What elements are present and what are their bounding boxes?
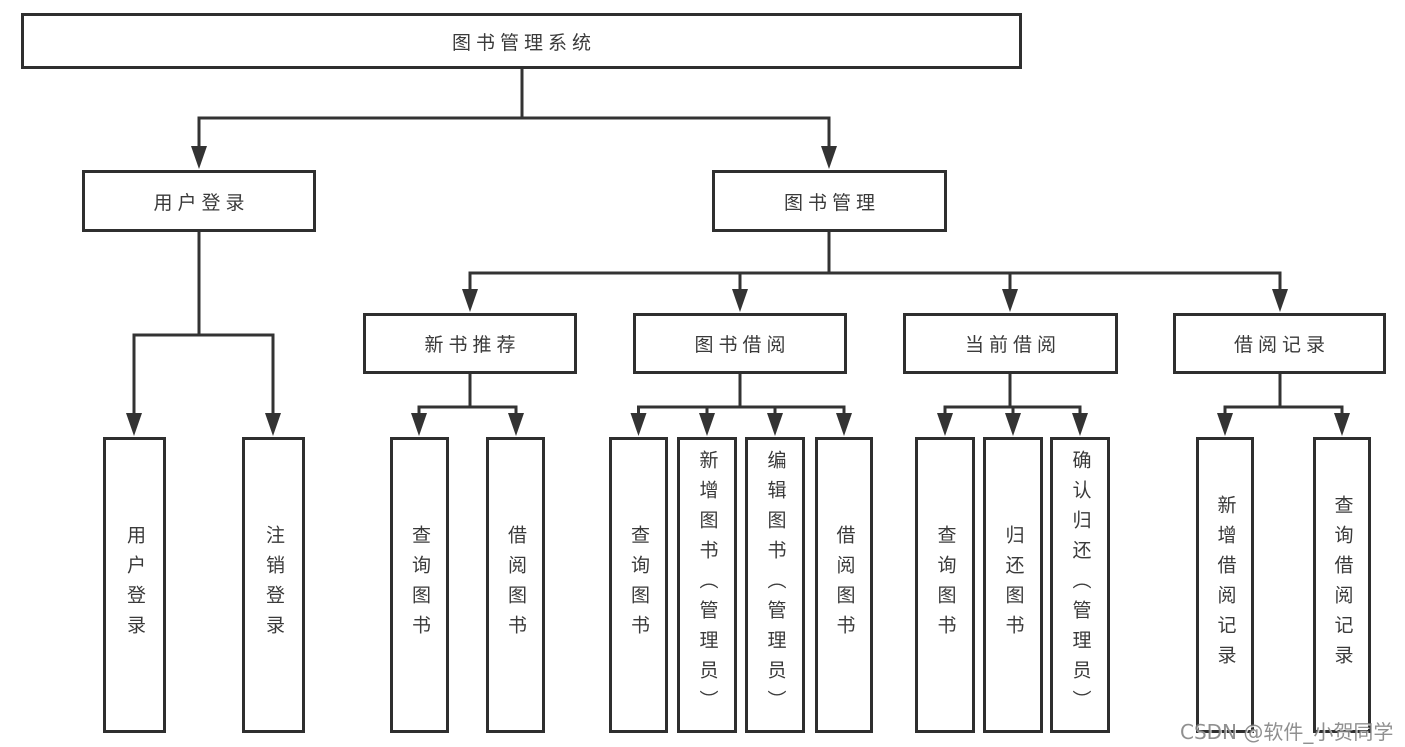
connector-book-mgmt-to-level3 (468, 232, 1282, 294)
node-current-borrowing-label: 当前借阅 (964, 334, 1061, 356)
node-book-management-label: 图书管理 (783, 191, 880, 214)
connector-new-book-children (417, 374, 518, 418)
csdn-watermark: CSDN @软件_小贺同学 (1180, 720, 1394, 744)
node-book-management: 图书管理 (712, 170, 947, 232)
leaf-current-confirm-return-admin: 确认归还（管理员） (1050, 437, 1110, 733)
node-current-borrowing: 当前借阅 (903, 313, 1118, 374)
arrowheads-user-login-children (126, 413, 281, 436)
node-system-root: 图书管理系统 (21, 13, 1022, 69)
leaf-borrow-add-books-admin: 新增图书（管理员） (677, 437, 737, 733)
node-new-book-recommend-label: 新书推荐 (424, 334, 521, 356)
leaf-record-query-borrow-record: 查询借阅记录 (1313, 437, 1371, 733)
node-new-book-recommend: 新书推荐 (363, 313, 577, 374)
arrowheads-level2 (191, 146, 837, 169)
arrowheads-level3 (462, 289, 1288, 312)
leaf-record-add-borrow-record: 新增借阅记录 (1196, 437, 1254, 733)
arrowheads-current-borrow-children (937, 413, 1088, 436)
leaf-user-login: 用户登录 (103, 437, 166, 733)
node-system-root-label: 图书管理系统 (451, 31, 596, 54)
node-user-login-label: 用户登录 (153, 191, 250, 214)
node-user-login: 用户登录 (82, 170, 316, 232)
leaf-current-query-books: 查询图书 (915, 437, 975, 733)
leaf-current-return-books: 归还图书 (983, 437, 1043, 733)
arrowheads-borrow-record-children (1217, 413, 1350, 436)
leaf-borrow-borrow-books: 借阅图书 (815, 437, 873, 733)
leaf-borrow-query-books: 查询图书 (609, 437, 668, 733)
connector-borrow-record-children (1223, 374, 1344, 418)
connector-root-to-level2 (197, 69, 831, 150)
leaf-borrow-edit-books-admin: 编辑图书（管理员） (745, 437, 805, 733)
leaf-logout: 注销登录 (242, 437, 305, 733)
node-book-borrowing-label: 图书借阅 (694, 334, 791, 356)
node-borrowing-records-label: 借阅记录 (1233, 334, 1330, 356)
leaf-newbook-query-books: 查询图书 (390, 437, 449, 733)
connector-user-login-children (132, 232, 275, 418)
node-borrowing-records: 借阅记录 (1173, 313, 1386, 374)
leaf-newbook-borrow-books: 借阅图书 (486, 437, 545, 733)
connector-current-borrow-children (943, 374, 1082, 418)
node-book-borrowing: 图书借阅 (633, 313, 847, 374)
arrowheads-book-borrow-children (630, 413, 852, 436)
arrowheads-new-book-children (411, 413, 524, 436)
connector-book-borrow-children (637, 374, 846, 418)
